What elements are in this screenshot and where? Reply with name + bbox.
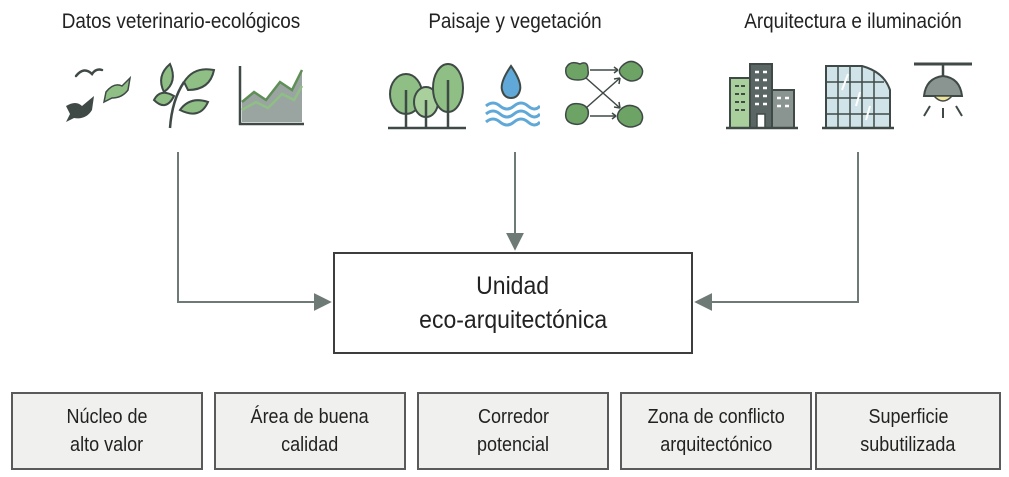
group-title-architecture: Arquitectura e iluminación <box>744 10 962 33</box>
buildings-icon <box>726 63 798 130</box>
category-label-line2: subutilizada <box>860 434 956 456</box>
trees-icon <box>388 63 466 130</box>
category-label-line1: Área de buena <box>250 406 370 428</box>
eco-architectural-unit-box: Unidad eco-arquitectónica <box>333 252 693 354</box>
connector-architecture-to-unit <box>694 152 859 311</box>
category-high-value-core: Núcleo de alto valor <box>11 392 203 470</box>
connector-ecological-to-unit <box>177 152 332 311</box>
group-title-ecological-data: Datos veterinario-ecológicos <box>61 10 301 33</box>
category-architectural-conflict-zone: Zona de conflicto arquitectónico <box>620 392 812 470</box>
ceiling-lamp-icon <box>914 62 972 118</box>
category-good-quality-area: Área de buena calidad <box>214 392 406 470</box>
category-label-line1: Superficie <box>867 406 949 428</box>
category-label-line1: Corredor <box>477 406 549 428</box>
category-label-line1: Núcleo de <box>66 406 148 428</box>
leaves-icon <box>152 62 216 129</box>
habitat-network-icon <box>564 60 644 128</box>
glass-facade-icon <box>822 65 894 130</box>
category-potential-corridor: Corredor potencial <box>417 392 609 470</box>
category-label-line2: calidad <box>281 434 339 456</box>
category-label-line2: potencial <box>476 434 550 456</box>
area-chart-icon <box>238 66 304 126</box>
group-title-landscape: Paisaje y vegetación <box>428 10 602 33</box>
category-label-line2: arquitectónico <box>659 434 773 456</box>
water-icon <box>485 64 540 127</box>
category-label-line1: Zona de conflicto <box>647 406 785 428</box>
center-label-line1: Unidad <box>476 272 550 300</box>
birds-icon <box>66 68 132 122</box>
category-label-line2: alto valor <box>70 434 144 456</box>
category-underused-surface: Superficie subutilizada <box>815 392 1001 470</box>
center-label-line2: eco-arquitectónica <box>419 306 607 334</box>
